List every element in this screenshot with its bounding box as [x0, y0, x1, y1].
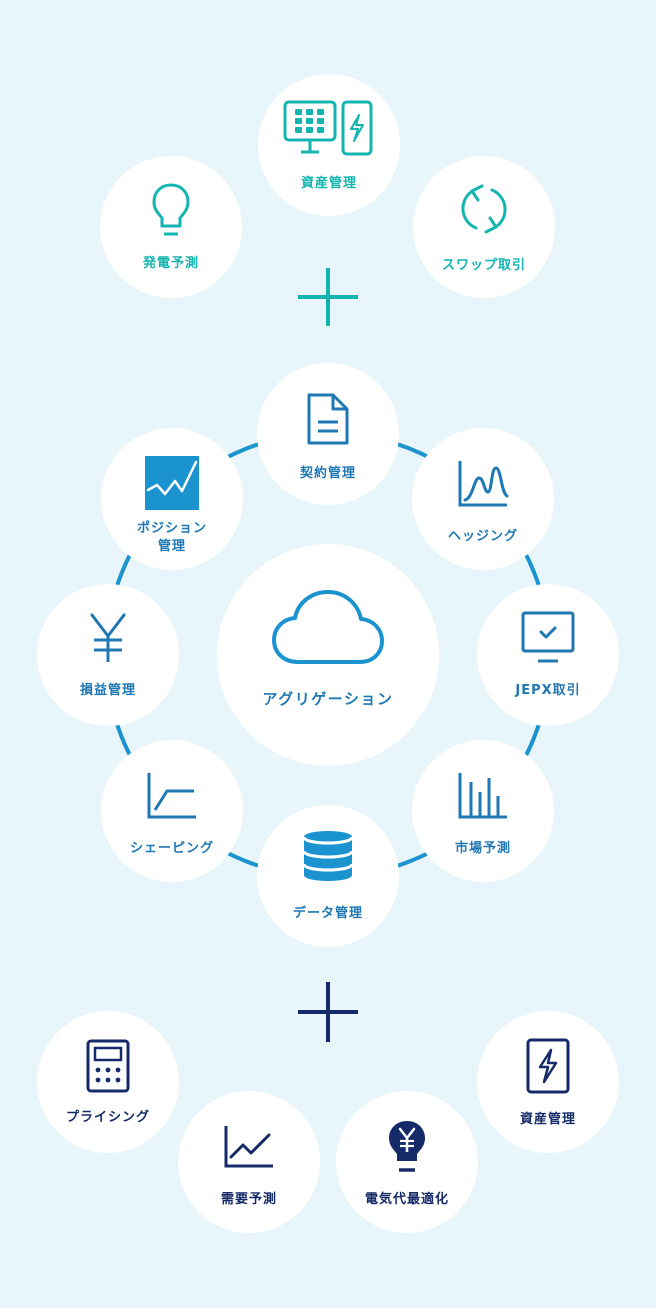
node-swap-trade-label: スワップ取引	[441, 258, 526, 273]
plus-icon-teal	[298, 268, 358, 326]
node-contract: 契約管理	[257, 363, 399, 505]
node-shaping: シェーピング	[101, 740, 243, 882]
calculator-icon	[37, 1038, 179, 1094]
node-aggregation: アグリゲーション	[217, 544, 439, 766]
node-asset-top-label: 資産管理	[300, 176, 357, 191]
shaping-chart-icon	[101, 770, 243, 820]
node-aggregation-label: アグリゲーション	[262, 690, 394, 708]
node-asset-top: 資産管理	[258, 74, 400, 216]
node-hedging-label: ヘッジング	[447, 529, 518, 544]
node-electricity-optimization-label: 電気代最適化	[364, 1192, 449, 1207]
yen-bulb-icon	[336, 1119, 478, 1175]
node-pricing-label: プライシング	[65, 1110, 150, 1125]
node-electricity-optimization: 電気代最適化	[336, 1091, 478, 1233]
position-chart-icon	[101, 456, 243, 510]
node-demand-forecast-label: 需要予測	[220, 1192, 277, 1207]
node-asset-bottom-label: 資産管理	[519, 1112, 576, 1127]
node-market-forecast-label: 市場予測	[454, 841, 511, 856]
node-data-management: データ管理	[257, 805, 399, 947]
swap-arrows-icon	[413, 180, 555, 238]
node-position: ポジション 管理	[101, 428, 243, 570]
document-icon	[257, 391, 399, 447]
monitor-check-icon	[477, 610, 619, 664]
node-contract-label: 契約管理	[299, 466, 356, 481]
node-hedging: ヘッジング	[412, 428, 554, 570]
node-shaping-label: シェーピング	[129, 841, 214, 856]
line-chart-icon	[178, 1123, 320, 1169]
node-position-label-line2: 管理	[157, 539, 186, 554]
node-power-forecast: 発電予測	[100, 156, 242, 298]
lightning-card-icon	[477, 1037, 619, 1095]
plus-icon-navy	[298, 982, 358, 1042]
node-swap-trade: スワップ取引	[413, 156, 555, 298]
bar-chart-icon	[412, 770, 554, 820]
node-jepx: JEPX取引	[477, 584, 619, 726]
node-asset-bottom: 資産管理	[477, 1011, 619, 1153]
node-power-forecast-label: 発電予測	[142, 256, 199, 271]
asset-terminal-icon	[258, 100, 400, 158]
node-pricing: プライシング	[37, 1011, 179, 1153]
node-market-forecast: 市場予測	[412, 740, 554, 882]
database-icon	[257, 827, 399, 885]
hedging-curve-icon	[412, 458, 554, 508]
lightbulb-icon	[100, 182, 242, 238]
node-pnl: 損益管理	[37, 584, 179, 726]
node-data-management-label: データ管理	[292, 906, 363, 921]
node-pnl-label: 損益管理	[79, 683, 136, 698]
yen-icon	[37, 612, 179, 664]
cloud-icon	[217, 588, 439, 668]
node-jepx-label: JEPX取引	[515, 683, 581, 698]
node-demand-forecast: 需要予測	[178, 1091, 320, 1233]
node-position-label-line1: ポジション	[136, 521, 207, 536]
